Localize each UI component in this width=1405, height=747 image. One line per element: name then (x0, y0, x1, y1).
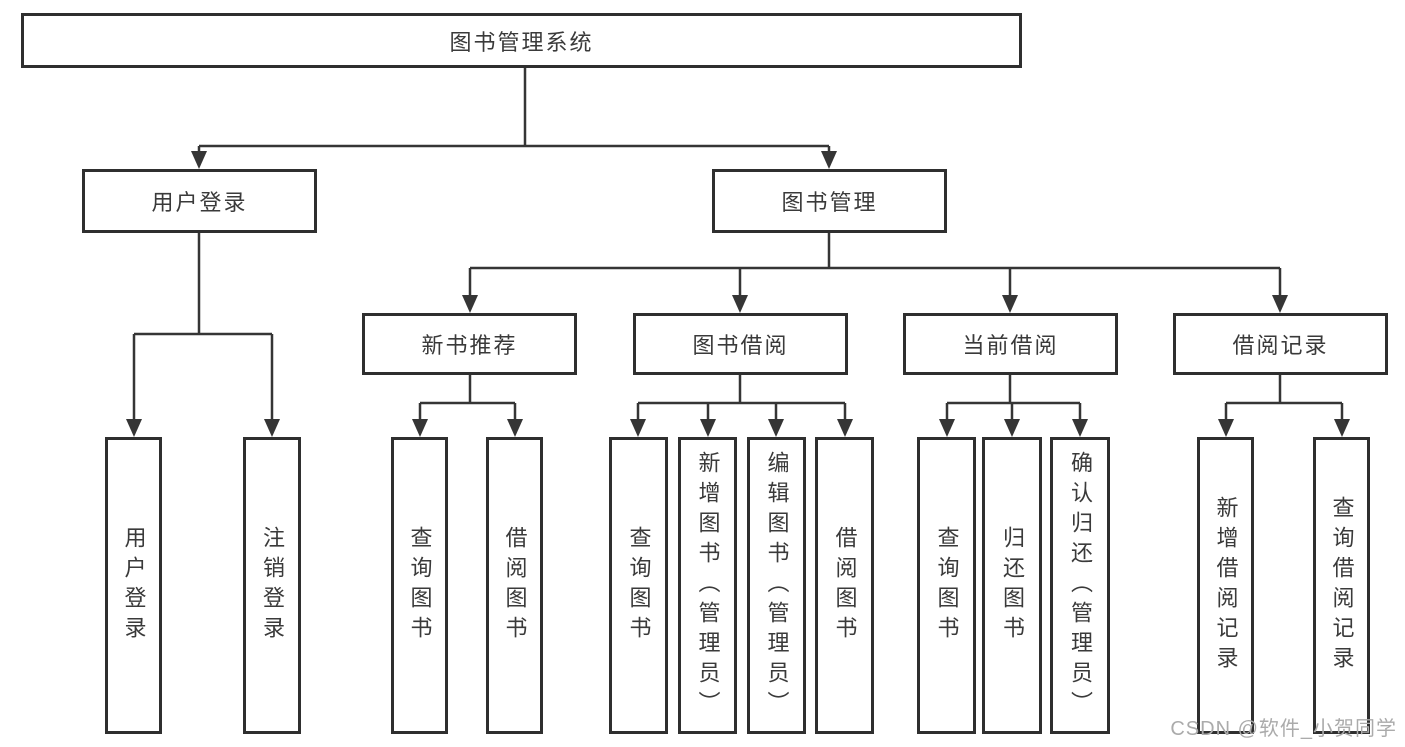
node-borrowing-records: 借阅记录 (1173, 313, 1388, 375)
node-label: 查询借阅记录 (1329, 495, 1355, 676)
leaf-edit-book-admin: 编辑图书（管理员） (747, 437, 806, 734)
node-label: 新增图书（管理员） (695, 450, 721, 721)
leaf-query-books: 查询图书 (391, 437, 448, 734)
node-label: 新书推荐 (421, 333, 518, 358)
node-new-book-recommendation: 新书推荐 (362, 313, 577, 375)
node-label: 注销登录 (260, 525, 285, 646)
node-label: 查询图书 (626, 525, 652, 646)
node-label: 借阅图书 (832, 525, 858, 646)
csdn-watermark: CSDN @软件_小贺同学 (1170, 718, 1397, 740)
leaf-borrow-books: 借阅图书 (815, 437, 874, 734)
leaf-borrow-books: 借阅图书 (486, 437, 543, 734)
leaf-logout: 注销登录 (243, 437, 301, 734)
leaf-user-login: 用户登录 (105, 437, 162, 734)
node-label: 查询图书 (934, 525, 960, 646)
leaf-query-books: 查询图书 (917, 437, 976, 734)
node-label: 编辑图书（管理员） (764, 450, 790, 721)
node-label: 图书借阅 (692, 333, 789, 358)
node-label: 用户登录 (151, 190, 248, 215)
node-label: 新增借阅记录 (1213, 495, 1239, 676)
leaf-confirm-return-admin: 确认归还（管理员） (1050, 437, 1110, 734)
leaf-query-books: 查询图书 (609, 437, 668, 734)
node-label: 确认归还（管理员） (1068, 450, 1093, 721)
node-user-login: 用户登录 (82, 169, 317, 233)
leaf-query-borrow-record: 查询借阅记录 (1313, 437, 1370, 734)
node-label: 借阅图书 (502, 525, 528, 646)
node-label: 查询图书 (407, 525, 433, 646)
leaf-add-book-admin: 新增图书（管理员） (678, 437, 737, 734)
leaf-return-book: 归还图书 (982, 437, 1042, 734)
leaf-add-borrow-record: 新增借阅记录 (1197, 437, 1254, 734)
node-label: 当前借阅 (962, 333, 1059, 358)
node-label: 用户登录 (121, 525, 147, 646)
node-book-borrowing: 图书借阅 (633, 313, 848, 375)
node-label: 图书管理系统 (449, 29, 594, 55)
node-current-borrowing: 当前借阅 (903, 313, 1118, 375)
node-label: 图书管理 (781, 190, 878, 215)
node-label: 归还图书 (1000, 525, 1025, 646)
node-label: 借阅记录 (1232, 333, 1329, 358)
arrowheads (126, 151, 1350, 437)
node-library-management-system: 图书管理系统 (21, 13, 1022, 68)
connector-group (132, 68, 1344, 420)
node-book-management: 图书管理 (712, 169, 947, 233)
